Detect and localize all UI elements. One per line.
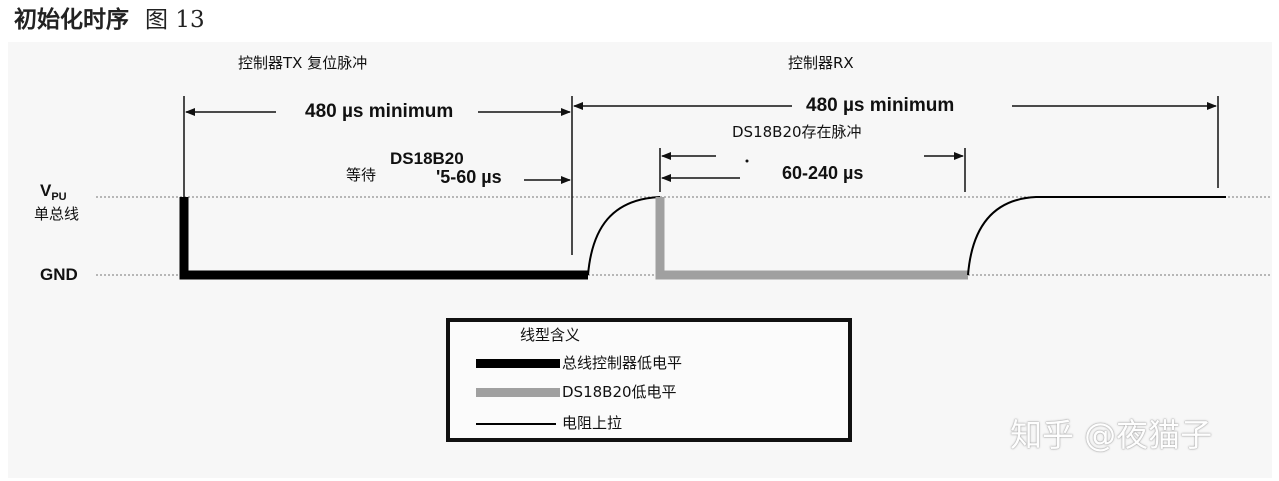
rx-duration-label: 480 µs minimum (806, 95, 955, 116)
gnd-label: GND (40, 265, 78, 284)
legend-label-pullup: 电阻上拉 (562, 414, 623, 432)
vpu-subscript: PU (51, 191, 67, 203)
diagram-title: 初始化时序 图 13 (14, 8, 205, 32)
legend: 线型含义 总线控制器低电平 DS18B20低电平 电阻上拉 (446, 318, 852, 442)
tx-header-label: 控制器TX 复位脉冲 (238, 54, 368, 72)
legend-swatch-sensor-low (476, 388, 560, 397)
wait-duration-label: '5-60 µs (436, 167, 502, 187)
legend-label-controller-low: 总线控制器低电平 (562, 354, 683, 372)
wait-name-label: DS18B20 (390, 149, 464, 168)
legend-swatch-pullup (476, 423, 556, 425)
title-text: 初始化时序 (14, 6, 129, 33)
pullup-rise-2 (967, 196, 1226, 276)
controller-low-trace (179, 197, 588, 280)
vpu-label: VPU (40, 181, 67, 203)
figure-label: 图 13 (145, 7, 205, 33)
presence-duration-label: 60-240 µs (782, 163, 864, 183)
pullup-rise-1 (587, 196, 661, 276)
vpu-main: V (40, 181, 52, 200)
sensor-low-trace (655, 197, 968, 280)
rx-header-label: 控制器RX (788, 54, 854, 72)
legend-swatch-controller-low (476, 359, 560, 368)
legend-label-sensor-low: DS18B20低电平 (562, 383, 677, 401)
legend-title: 线型含义 (520, 326, 581, 344)
wait-label: 等待 (346, 166, 377, 184)
watermark: 知乎 @夜猫子 (1010, 416, 1213, 454)
bus-label: 单总线 (34, 205, 80, 223)
tx-duration-label: 480 µs minimum (305, 101, 454, 122)
presence-header-label: DS18B20存在脉冲 (732, 123, 862, 141)
presence-dot (745, 159, 749, 163)
